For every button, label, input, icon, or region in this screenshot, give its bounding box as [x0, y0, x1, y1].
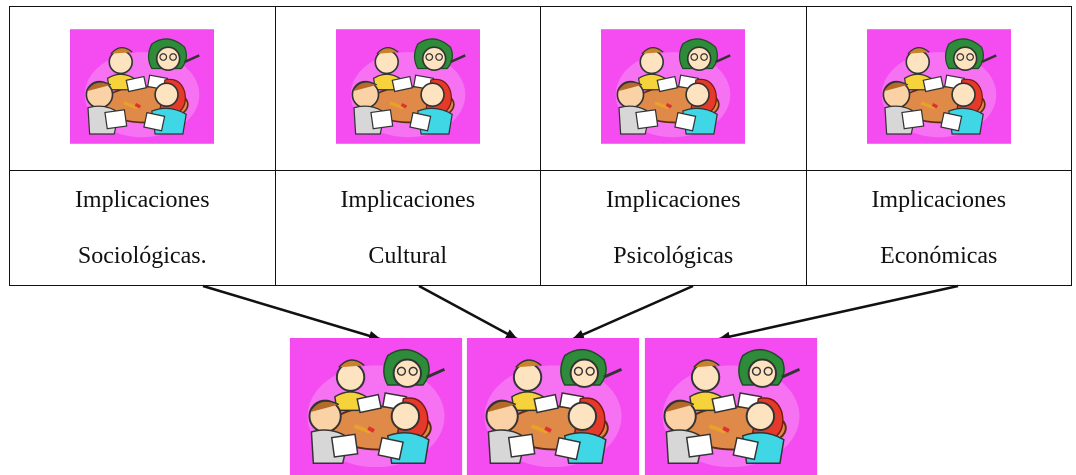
group-study-clipart-icon [601, 25, 745, 148]
group-study-clipart-icon [644, 338, 818, 475]
label-cell-economicas: Implicaciones Económicas [805, 170, 1072, 286]
picture-cell [9, 6, 276, 171]
group-study-clipart-icon [867, 25, 1011, 148]
arrow-sociologicas [202, 284, 381, 341]
label-line-2: Económicas [880, 243, 998, 269]
label-line-1: Implicaciones [871, 187, 1007, 213]
label-line-2: Psicológicas [613, 243, 734, 269]
picture-cell [805, 6, 1072, 171]
group-study-clipart-icon [70, 25, 214, 148]
arrow-economicas [718, 284, 959, 342]
picture-cell [540, 6, 807, 171]
label-line-1: Implicaciones [74, 187, 210, 213]
label-line-1: Implicaciones [340, 187, 476, 213]
label-line-2: Sociológicas. [77, 243, 207, 269]
label-line-2: Cultural [368, 243, 448, 269]
group-study-clipart-icon [289, 338, 463, 475]
label-cell-psicologicas: Implicaciones Psicológicas [540, 170, 807, 286]
implications-table: Implicaciones Sociológicas. Implicacione… [9, 6, 1072, 286]
group-study-clipart-icon [466, 338, 640, 475]
picture-cell [274, 6, 541, 171]
arrow-psicologicas [572, 284, 694, 341]
arrow-cultural [418, 284, 518, 341]
label-line-1: Implicaciones [605, 187, 741, 213]
label-cell-cultural: Implicaciones Cultural [274, 170, 541, 286]
label-cell-sociologicas: Implicaciones Sociológicas. [9, 170, 276, 286]
group-study-clipart-icon [336, 25, 480, 148]
